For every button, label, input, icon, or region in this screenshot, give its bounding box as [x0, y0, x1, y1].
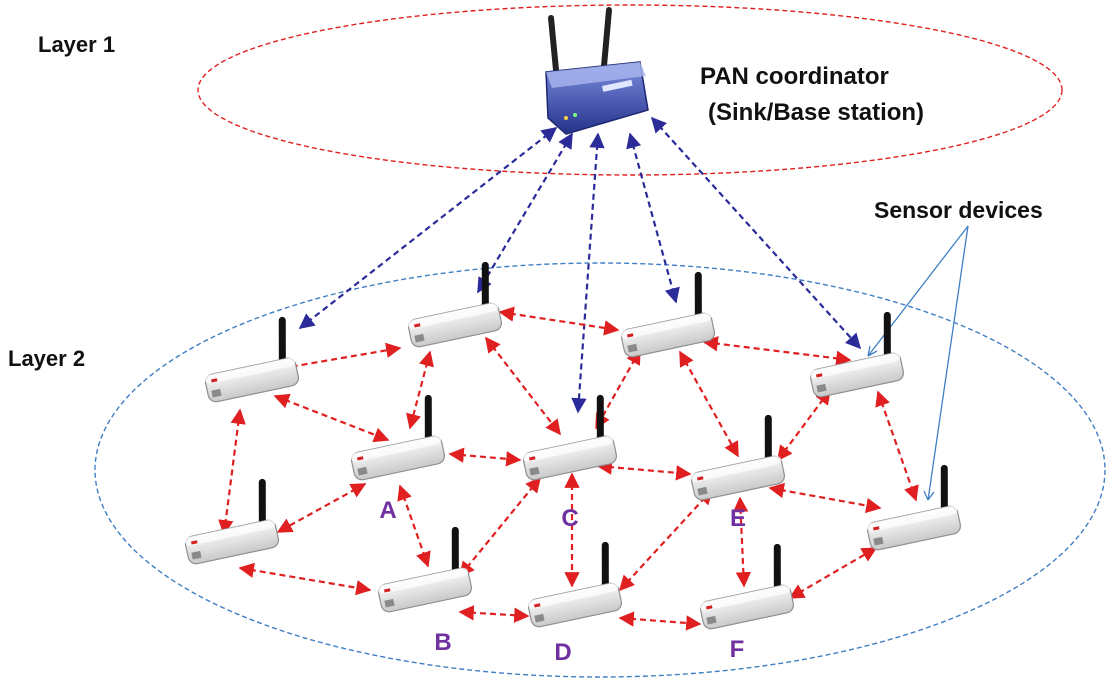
sensor-device-A — [350, 394, 446, 481]
pan-coordinator-router — [545, 7, 649, 135]
mesh-B-D — [458, 605, 530, 623]
mesh-A-B — [397, 484, 431, 568]
mesh-n2-A — [406, 350, 434, 430]
mesh-n2-n3 — [498, 306, 620, 336]
sensor-devices-label: Sensor devices — [874, 197, 1043, 223]
node-label-E: E — [730, 505, 746, 532]
mesh-E-n4 — [777, 388, 831, 462]
uplink-to-C — [571, 132, 605, 414]
node-label-F: F — [730, 636, 745, 663]
mesh-n1-n8 — [218, 408, 246, 536]
node-label-A: A — [379, 497, 396, 524]
sensor-device-n4 — [809, 311, 905, 398]
sensor-device-E — [690, 414, 786, 501]
layer1-label: Layer 1 — [38, 32, 115, 57]
sensor-device-B — [377, 526, 473, 613]
mesh-A-n8 — [276, 483, 367, 533]
sensor-device-n2 — [407, 261, 503, 348]
mesh-n2-C — [485, 336, 561, 436]
uplink-to-n1 — [298, 127, 558, 329]
sensor-device-n3 — [620, 271, 716, 358]
sensor-device-D — [527, 541, 623, 628]
mesh-E-F — [732, 496, 752, 588]
layer1-ellipse — [197, 4, 1063, 176]
sensor-device-n9 — [866, 464, 962, 551]
mesh-n3-E — [679, 350, 739, 458]
sensor-device-C — [522, 394, 618, 481]
mesh-arrows — [218, 306, 919, 631]
mesh-F-n9 — [788, 547, 878, 599]
mesh-C-B — [459, 476, 541, 578]
mesh-E-D — [618, 488, 714, 592]
mesh-D-F — [618, 611, 702, 631]
uplink-to-n2 — [477, 132, 573, 294]
node-label-D: D — [554, 639, 571, 666]
sensor-device-n1 — [204, 316, 300, 403]
uplink-to-n3 — [626, 132, 680, 304]
mesh-n1-A — [273, 393, 390, 443]
mesh-n4-n9 — [875, 390, 919, 502]
mesh-n8-B — [238, 562, 372, 596]
sensor-device-F — [699, 543, 795, 630]
node-label-C: C — [561, 505, 578, 532]
coordinator-label-line2: (Sink/Base station) — [708, 99, 924, 126]
mesh-n3-n4 — [702, 336, 852, 366]
mesh-C-E — [596, 459, 692, 481]
mesh-A-C — [448, 447, 522, 467]
sensor-device-n8 — [184, 478, 280, 565]
uplink-to-n4 — [650, 116, 862, 350]
coordinator-label-line1: PAN coordinator — [700, 63, 889, 90]
layer2-label: Layer 2 — [8, 346, 85, 371]
node-label-B: B — [434, 629, 451, 656]
layer2-ellipse — [94, 262, 1106, 678]
mesh-E-n9 — [768, 482, 882, 514]
uplink-arrows — [298, 116, 862, 414]
